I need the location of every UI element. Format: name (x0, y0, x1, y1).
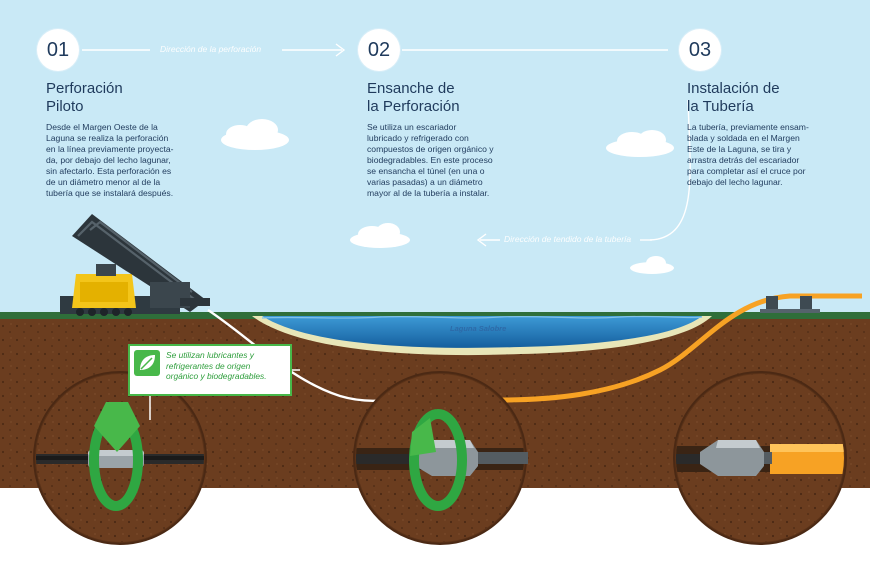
direction-arrows (82, 43, 691, 247)
pipe-supports (760, 296, 820, 313)
reamer-icon (88, 450, 144, 468)
step-3-title: Instalación de la Tubería (687, 80, 780, 115)
rotation-arrow-icon (409, 409, 467, 511)
pipe (499, 293, 862, 403)
grass (0, 312, 870, 319)
direction-pipe-label: Dirección de tendido de la tubería (504, 234, 632, 244)
lubricant-note-text: Se utilizan lubricantes y refrigerantes … (166, 350, 267, 381)
clouds (221, 119, 674, 274)
step-3-number: 03 (679, 29, 721, 71)
lagoon-water (262, 316, 702, 348)
step-2-title: Ensanche de la Perforación (367, 80, 460, 115)
step-3-description: La tubería, previamente ensam-blada y so… (687, 122, 809, 187)
lagoon-label: Laguna Salobre (450, 324, 507, 333)
rotation-arrow-icon (410, 418, 436, 456)
step-1-title: Perforación Piloto (46, 80, 123, 115)
drill-rig-icon (60, 214, 210, 316)
direction-drilling-label: Dirección de la perforación (160, 44, 262, 54)
step-2-number: 02 (358, 29, 400, 71)
reamer-icon (700, 440, 772, 476)
leaf-icon (134, 350, 160, 376)
rotation-arrow-icon (94, 402, 140, 452)
step-1-number: 01 (37, 29, 79, 71)
